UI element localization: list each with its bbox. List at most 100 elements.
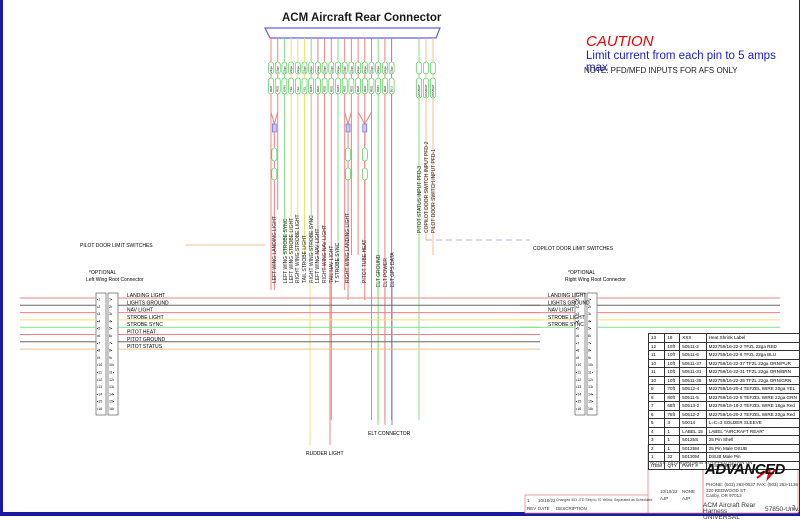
left-wing-connector-pin: •14 xyxy=(97,392,102,396)
table-cell: M22759/16-22-2 TFZL 22ga RED xyxy=(705,341,800,351)
left-wing-connector-pin: •8 xyxy=(97,349,100,353)
revision: 7 xyxy=(792,506,796,512)
wire-marker xyxy=(361,167,368,181)
wire-gauge-label: 22ga xyxy=(390,66,394,73)
splice-wires xyxy=(344,111,352,126)
left-wing-connector-pin: •1 xyxy=(97,298,100,302)
left-wing-connector-optional: *OPTIONAL xyxy=(89,270,116,276)
left-wing-connector-pin-label: PITOT STATUS xyxy=(127,344,163,350)
left-wing-connector-pin: •2 xyxy=(97,305,100,309)
right-wing-connector-pin: •12 xyxy=(576,378,581,382)
wire-marker xyxy=(271,147,278,162)
table-cell: XXX xyxy=(679,333,707,343)
rev-header-description: DESCRIPTION xyxy=(556,506,587,511)
table-cell: M22759/16-20-4 TEFZEL WIRE 20ga YEL xyxy=(705,384,800,394)
wire-marker-gauge xyxy=(368,61,375,75)
wire-gauge-label: 22ga xyxy=(343,66,347,73)
left-wing-connector-pin-label: PITOT GROUND xyxy=(127,337,166,343)
table-cell: 18 xyxy=(664,333,681,343)
wire-marker-color xyxy=(416,77,422,99)
drawing-title: ACM Aircraft Rear Harness UNIVERSAL xyxy=(703,502,756,521)
table-cell: M22759/16-22-5 TEFZEL WIRE 22ga GRN xyxy=(705,392,800,402)
wire-gauge-label: 22ga xyxy=(349,66,353,73)
wire-gauge-label: 22ga xyxy=(329,66,333,73)
wire-marker-color xyxy=(375,77,382,95)
scale-value: NONE xyxy=(682,489,696,494)
wire-marker-gauge xyxy=(361,61,368,75)
wire-marker-color xyxy=(355,77,361,95)
wire-marker-color xyxy=(341,77,348,95)
left-wing-connector-pin-label: LANDING LIGHT xyxy=(127,293,165,299)
table-cell: 68ft xyxy=(664,401,681,411)
notes-text: NOTES: All Crimped Items STRIPPED RETAIN… xyxy=(650,460,753,465)
table-cell: 1 xyxy=(664,443,681,453)
left-wing-connector-pin: •9 xyxy=(97,356,100,360)
table-cell: 13 xyxy=(647,333,666,343)
table-cell: 1 xyxy=(664,426,681,436)
right-wing-connector-pin: •13 xyxy=(576,385,581,389)
table-cell: M22759/16-22-35 TFZL 22ga ORN/GRN xyxy=(705,375,800,385)
wire-label: PITOT STATUS INPUT PFD-3 xyxy=(417,166,423,233)
wire-gauge-label: 22ga xyxy=(316,66,320,73)
wire-label: LEFT WING STROBE LIGHT xyxy=(289,218,295,283)
right-wing-connector-pin: •14 xyxy=(576,392,581,396)
right-wing-connector-pin-label: STROBE SYNC xyxy=(548,322,584,328)
pilot-door-callout: PILOT DOOR LIMIT SWITCHES xyxy=(80,243,153,249)
wire-color-label: RED xyxy=(343,85,347,92)
splice-wires xyxy=(270,111,279,126)
right-wing-connector-pin: 14• xyxy=(588,392,594,396)
wire-label: LEFT WING NAV LIGHT xyxy=(315,228,321,283)
wire-marker-gauge xyxy=(274,61,281,75)
page-title: ACM Aircraft Rear Connector xyxy=(282,12,442,24)
part-number: 57850-Univ. xyxy=(765,506,800,513)
wire-color-label: GRN xyxy=(282,85,286,92)
left-wing-connector-pin: 10• xyxy=(109,363,115,367)
left-wing-connector-pin: •6 xyxy=(97,334,100,338)
table-cell: 7 xyxy=(647,401,666,411)
caution-heading: CAUTION xyxy=(586,33,654,50)
table-cell: 50511-5 xyxy=(679,392,707,402)
table-cell: 3 xyxy=(664,418,681,428)
wire-marker-color xyxy=(430,77,436,99)
right-wing-connector-pin: 12• xyxy=(588,378,594,382)
table-cell: 10ft xyxy=(664,375,681,385)
right-wing-connector-pin: 6• xyxy=(588,334,592,338)
left-wing-connector-pin: •5 xyxy=(97,327,100,331)
solder-sleeve xyxy=(345,123,351,133)
wire-color-label: RED xyxy=(316,85,320,92)
wire-marker-gauge xyxy=(308,61,315,75)
wire-color-label: BLU xyxy=(390,86,394,92)
rudder-light-callout: RUDDER LIGHT xyxy=(306,451,344,457)
wire-label: LEFT WING LANDING LIGHT xyxy=(272,216,278,283)
right-wing-connector-pin: 5• xyxy=(588,327,592,331)
table-cell: 10 xyxy=(647,375,666,385)
wire-marker-color xyxy=(348,77,355,95)
right-wing-connector-pin: •8 xyxy=(576,349,579,353)
left-wing-connector-pin: 12• xyxy=(109,378,115,382)
table-cell: LABEL 15 xyxy=(679,426,707,436)
drawn-by: AJP xyxy=(660,496,669,501)
right-wing-connector-pin: •10 xyxy=(576,363,581,367)
left-wing-connector-pin-label: STROBE LIGHT xyxy=(127,315,164,321)
left-wing-connector-pin: 5• xyxy=(109,327,113,331)
wire-marker-gauge xyxy=(335,61,341,75)
wire-label: ELT POWER xyxy=(383,258,389,287)
right-wing-connector-pin: •7 xyxy=(576,341,579,345)
table-cell: 80ft xyxy=(664,392,681,402)
wire-label: PITOT TUBE HEAT xyxy=(362,239,368,283)
table-cell: 3 xyxy=(647,435,666,445)
right-wing-connector-pin: •2 xyxy=(576,305,579,309)
wire-marker-gauge xyxy=(315,61,321,75)
wire-marker-color xyxy=(294,77,301,95)
left-wing-connector-pin: •12 xyxy=(97,378,102,382)
wire-color-label: RED xyxy=(323,85,327,92)
rev-date: 10/10/22 xyxy=(538,498,556,503)
right-wing-connector-optional: *OPTIONAL xyxy=(568,270,595,276)
table-cell: 25 Pin Male DSUB xyxy=(705,443,800,453)
